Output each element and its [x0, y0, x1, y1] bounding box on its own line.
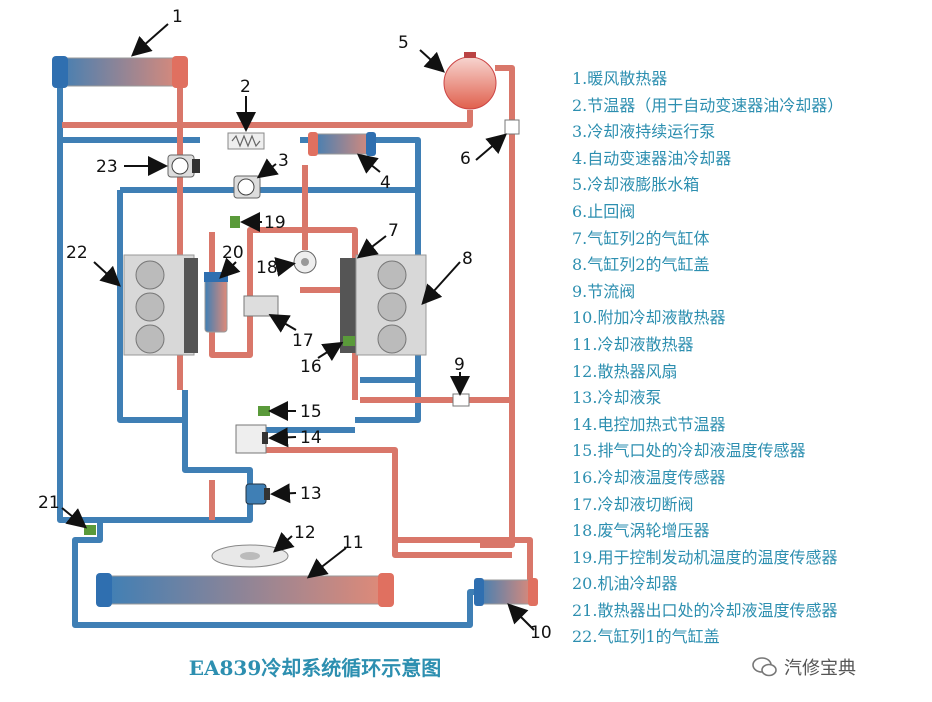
auxiliary-radiator — [474, 578, 538, 606]
legend-item: 10.附加冷却液散热器 — [572, 308, 726, 328]
diagram-title: EA839冷却系统循环示意图 — [188, 656, 442, 680]
callout-12: 12 — [294, 523, 316, 543]
callout-22: 22 — [66, 243, 88, 263]
main-radiator — [96, 573, 394, 607]
callout-2: 2 — [240, 77, 251, 97]
sensor-16 — [343, 336, 355, 346]
callout-4: 4 — [380, 173, 391, 193]
callout-1: 1 — [172, 7, 183, 27]
wechat-icon — [752, 657, 777, 677]
legend-item: 3.冷却液持续运行泵 — [572, 122, 716, 142]
callout-14: 14 — [300, 428, 322, 448]
callout-17: 17 — [292, 331, 314, 351]
legend-item: 17.冷却液切断阀 — [572, 494, 694, 514]
legend-item: 18.废气涡轮增压器 — [572, 521, 710, 541]
cylinder-block-bank-2 — [340, 258, 358, 353]
sensor-15 — [258, 406, 270, 416]
legend-item: 7.气缸列2的气缸体 — [572, 228, 710, 248]
heater-core — [52, 56, 188, 88]
shutoff-valve — [243, 295, 279, 317]
callout-numbers: 1 2 3 4 5 6 7 8 9 10 11 12 13 14 15 16 1… — [38, 7, 552, 643]
legend-item: 15.排气口处的冷却液温度传感器 — [572, 441, 806, 461]
watermark-text: 汽修宝典 — [784, 658, 856, 679]
callout-20: 20 — [222, 243, 244, 263]
electric-thermostat — [235, 424, 268, 454]
legend-item: 8.气缸列2的气缸盖 — [572, 255, 710, 275]
legend-item: 5.冷却液膨胀水箱 — [572, 175, 700, 195]
legend: 1.暖风散热器 2.节温器（用于自动变速器油冷却器） 3.冷却液持续运行泵 4.… — [572, 66, 924, 651]
legend-item: 21.散热器出口处的冷却液温度传感器 — [572, 600, 838, 620]
legend-item: 13.冷却液泵 — [572, 388, 662, 408]
legend-item: 9.节流阀 — [572, 281, 636, 301]
callout-7: 7 — [388, 221, 399, 241]
throttle-valve — [452, 393, 470, 407]
coolant-pump — [245, 483, 270, 505]
legend-item: 20.机油冷却器 — [572, 574, 678, 594]
callout-9: 9 — [454, 355, 465, 375]
legend-item: 1.暖风散热器 — [572, 69, 668, 88]
callout-8: 8 — [462, 249, 473, 269]
callout-15: 15 — [300, 402, 322, 422]
legend-item: 16.冷却液温度传感器 — [572, 467, 726, 487]
legend-item: 4.自动变速器油冷却器 — [572, 148, 732, 168]
callout-18: 18 — [256, 258, 278, 278]
legend-item: 6.止回阀 — [572, 201, 636, 221]
legend-item: 2.节温器（用于自动变速器油冷却器） — [572, 95, 844, 115]
callout-21: 21 — [38, 493, 60, 513]
callout-5: 5 — [398, 33, 409, 53]
watermark: 汽修宝典 — [752, 654, 856, 680]
legend-item: 14.电控加热式节温器 — [572, 414, 726, 434]
continuous-run-pump — [233, 175, 261, 199]
legend-item: 11.冷却液散热器 — [572, 334, 694, 354]
callout-11: 11 — [342, 533, 364, 553]
callout-19: 19 — [264, 213, 286, 233]
cylinder-head-bank-1 — [123, 254, 198, 356]
pump-23 — [167, 154, 200, 178]
callout-6: 6 — [460, 149, 471, 169]
callout-arrows — [61, 23, 535, 631]
sensor-19 — [230, 216, 240, 228]
callout-23: 23 — [96, 157, 118, 177]
oil-cooler — [204, 272, 228, 333]
legend-item: 12.散热器风扇 — [572, 361, 678, 381]
check-valve — [504, 119, 520, 135]
legend-item: 22.气缸列1的气缸盖 — [572, 627, 720, 647]
legend-item: 19.用于控制发动机温度的温度传感器 — [572, 547, 838, 567]
callout-3: 3 — [278, 151, 289, 171]
callout-13: 13 — [300, 484, 322, 504]
turbocharger — [293, 250, 317, 274]
radiator-fan — [211, 544, 289, 568]
sensor-21 — [84, 525, 96, 535]
expansion-tank — [443, 52, 497, 110]
atf-thermostat — [227, 132, 265, 150]
callout-10: 10 — [530, 623, 552, 643]
callout-16: 16 — [300, 357, 322, 377]
cylinder-head-bank-2 — [355, 254, 427, 356]
atf-cooler — [308, 132, 376, 156]
